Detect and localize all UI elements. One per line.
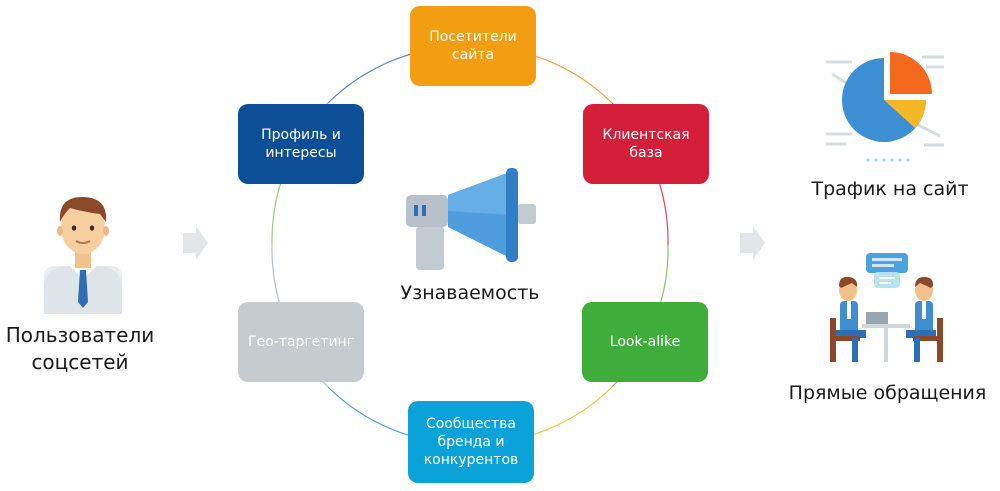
pie-chart-icon	[826, 52, 944, 162]
box-profile-interests: Профиль и интересы	[238, 104, 364, 184]
arrow-right-icon	[740, 226, 765, 260]
box-site-visitors: Посетители сайта	[410, 6, 536, 86]
box-geo-targeting: Гео-таргетинг	[238, 302, 364, 382]
meeting-icon	[830, 253, 943, 362]
megaphone-icon	[406, 168, 536, 270]
traffic-label: Трафик на сайт	[811, 178, 969, 200]
direct-requests-label: Прямые обращения	[788, 382, 987, 404]
box-communities: Сообщества бренда и конкурентов	[408, 401, 534, 483]
social-users-label: Пользователи соцсетей	[5, 323, 155, 374]
awareness-label: Узнаваемость	[400, 282, 540, 304]
box-client-base: Клиентская база	[583, 104, 709, 184]
user-icon	[44, 196, 122, 314]
arrow-left-icon	[183, 226, 208, 260]
box-look-alike: Look-alike	[582, 302, 708, 382]
